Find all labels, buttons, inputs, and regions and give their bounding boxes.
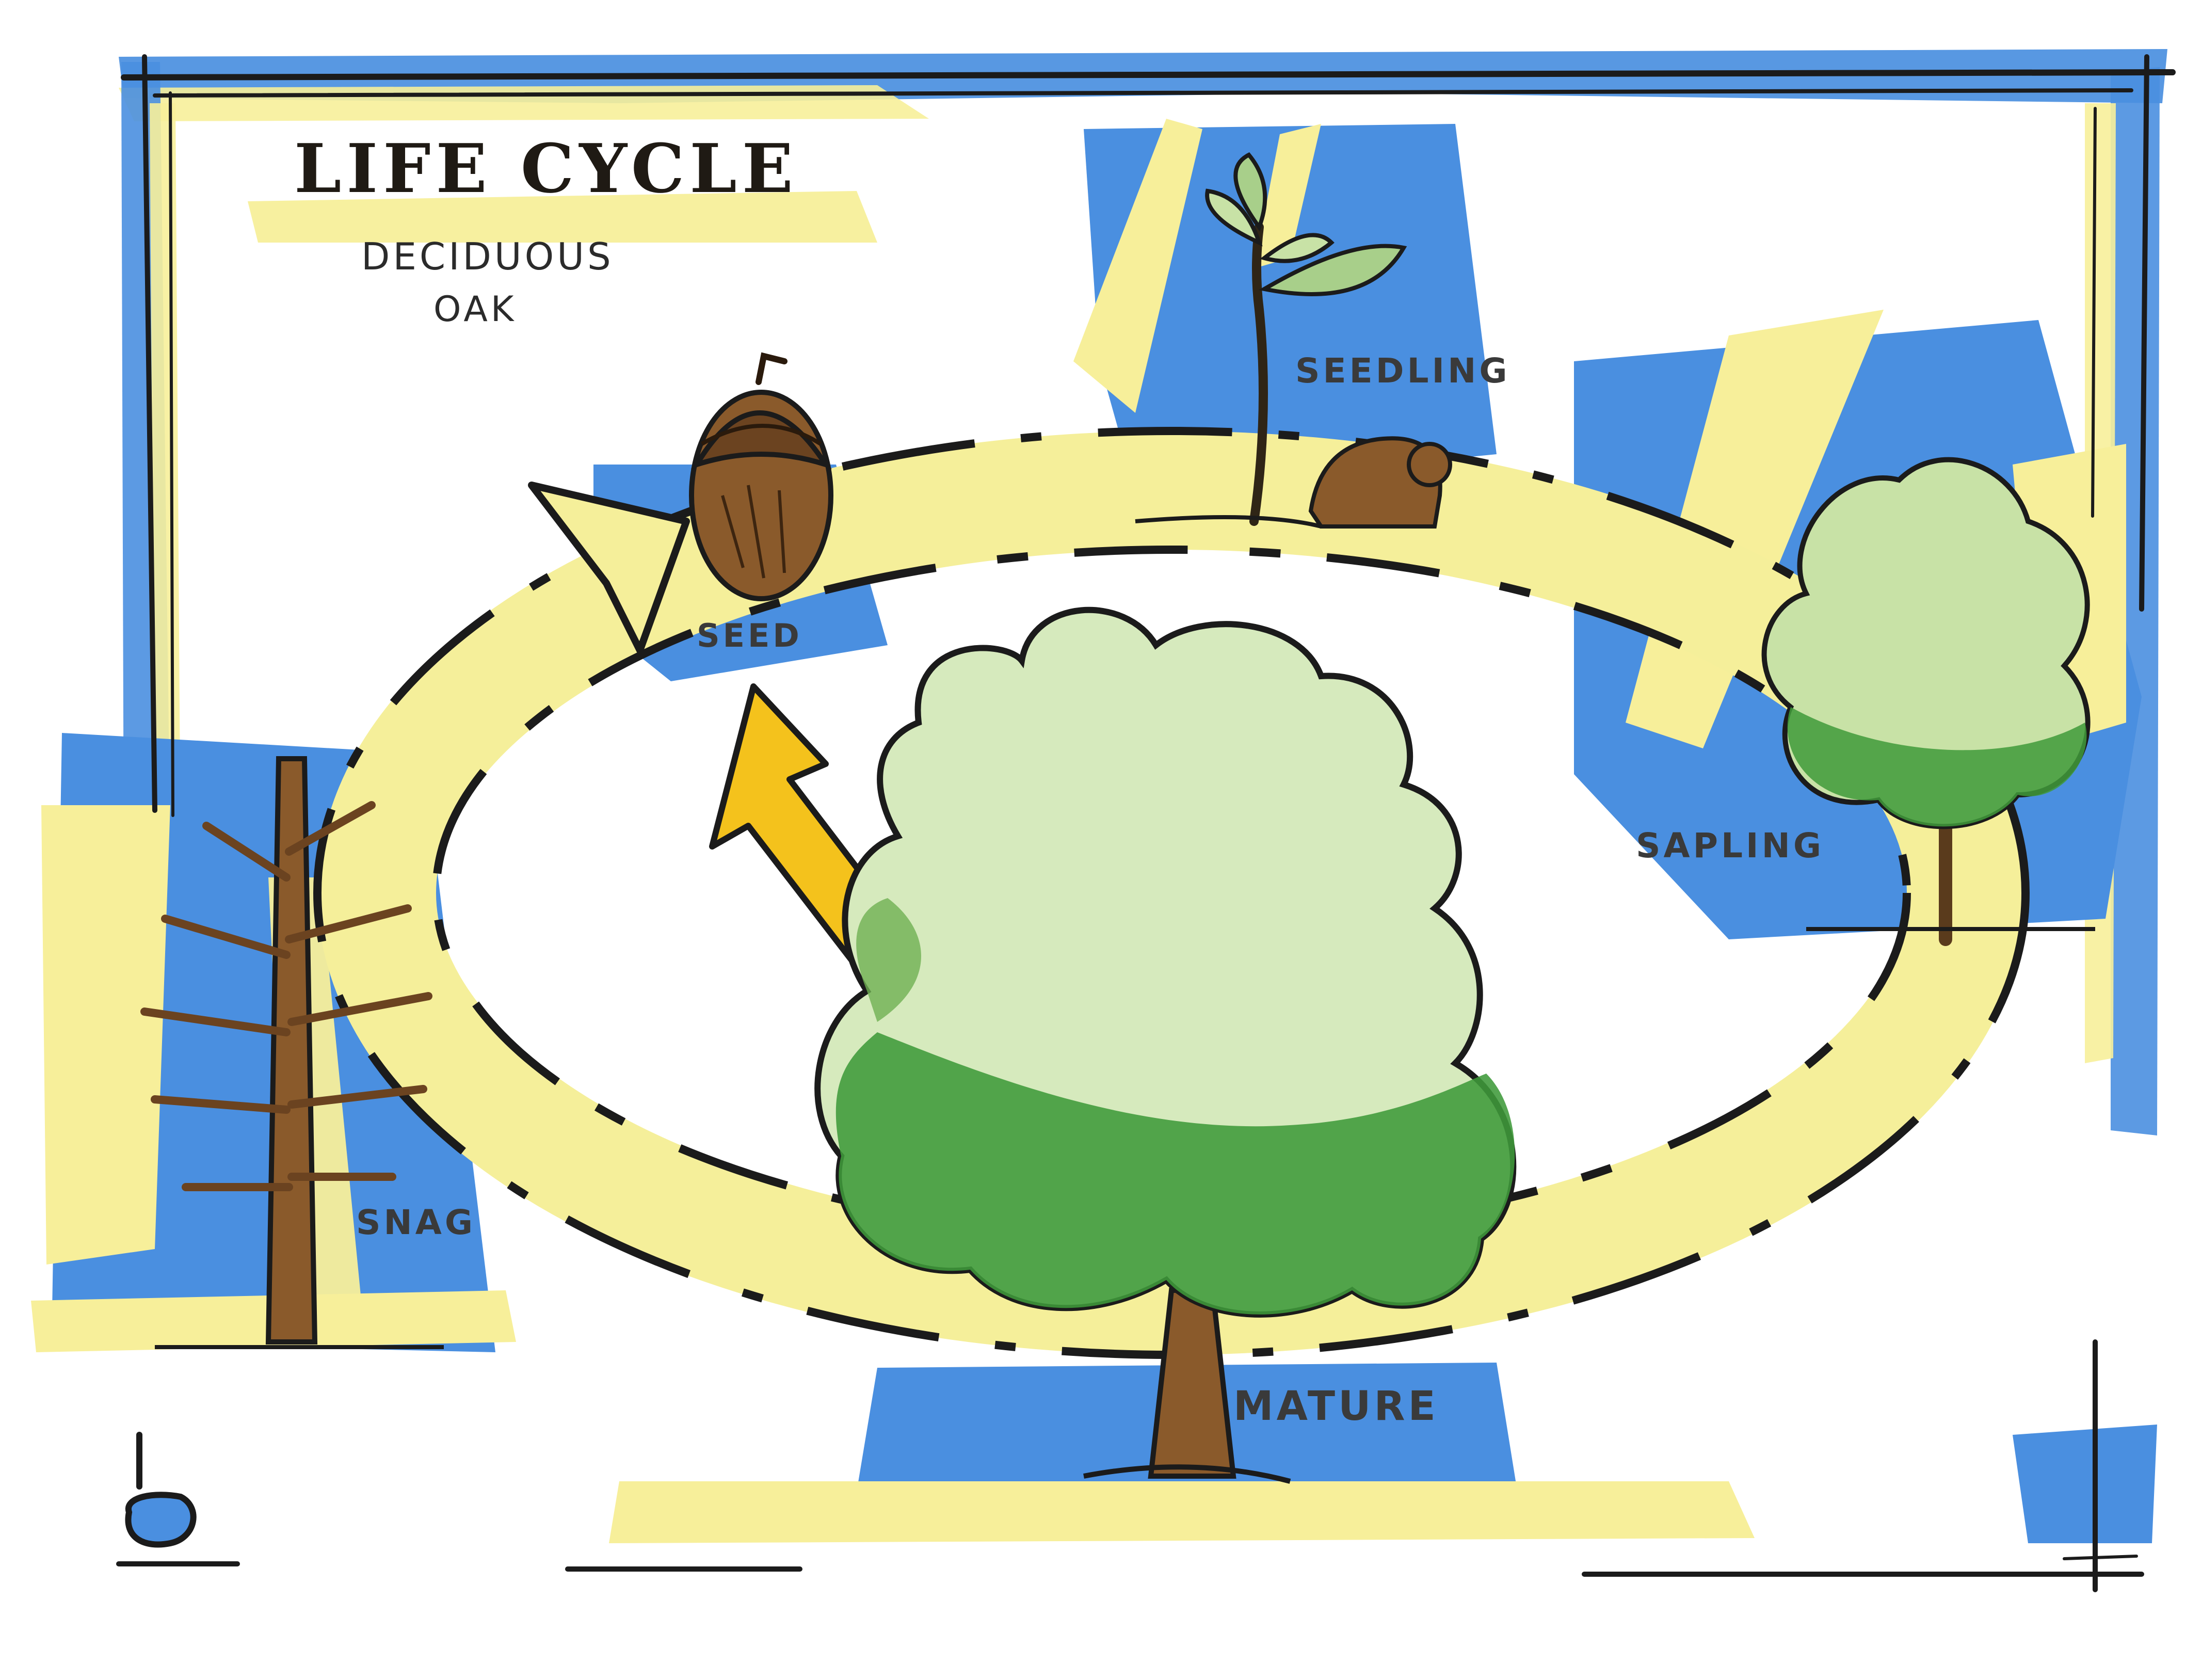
snag-tree-icon [140,756,444,1349]
background-wash [31,49,2167,1543]
north-arrow-icon [125,1432,197,1548]
sapling-tree-icon [1761,457,2095,946]
stage-label-seedling: SEEDLING [1295,351,1510,391]
frame-lines [116,54,2176,1592]
stage-label-mature: MATURE [1233,1383,1439,1430]
stage-label-sapling: SAPLING [1636,826,1825,866]
seedling-icon [1135,152,1407,529]
mature-tree-icon [814,606,1517,1484]
subtitle-line-1: DECIDUOUS [361,235,614,278]
page-title: LIFE CYCLE [294,129,798,208]
squirrel-icon [1308,436,1452,529]
subtitle-line-2: OAK [433,289,517,330]
stage-label-seed: SEED [697,617,802,654]
stage-label-snag: SNAG [356,1203,476,1242]
acorn-icon [689,352,833,601]
